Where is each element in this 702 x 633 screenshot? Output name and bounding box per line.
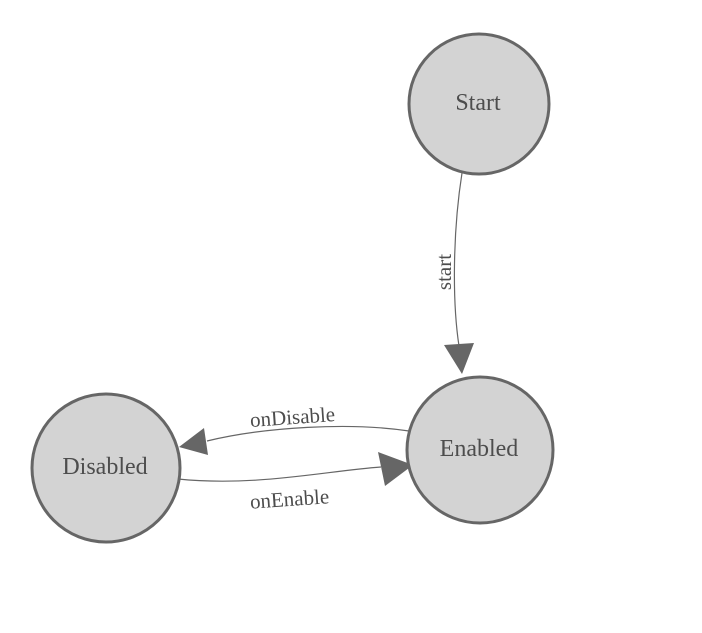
edge-disabled-to-enabled: onEnable (177, 452, 413, 514)
edge-line-disabled-to-enabled (177, 466, 382, 482)
node-enabled: Enabled (405, 375, 555, 525)
edge-line-start-to-enabled (453, 172, 463, 347)
arrow-head-icon (378, 452, 413, 486)
arrow-head-icon (444, 343, 474, 374)
edge-label-start: start (432, 254, 456, 290)
edge-label-onenable: onEnable (249, 484, 330, 513)
node-circle-start (407, 32, 551, 176)
node-disabled: Disabled (30, 392, 182, 544)
edge-line-enabled-to-disabled (206, 425, 410, 442)
node-start: Start (407, 32, 551, 176)
node-label-start: Start (455, 90, 501, 116)
node-label-disabled: Disabled (62, 454, 147, 480)
edge-label-ondisable: onDisable (249, 402, 336, 432)
node-circle-enabled (405, 375, 555, 525)
edge-enabled-to-disabled: onDisable (179, 402, 410, 455)
node-circle-disabled (30, 392, 182, 544)
node-label-enabled: Enabled (440, 436, 519, 462)
arrow-head-icon (179, 428, 208, 455)
edge-start-to-enabled: start (432, 172, 474, 374)
